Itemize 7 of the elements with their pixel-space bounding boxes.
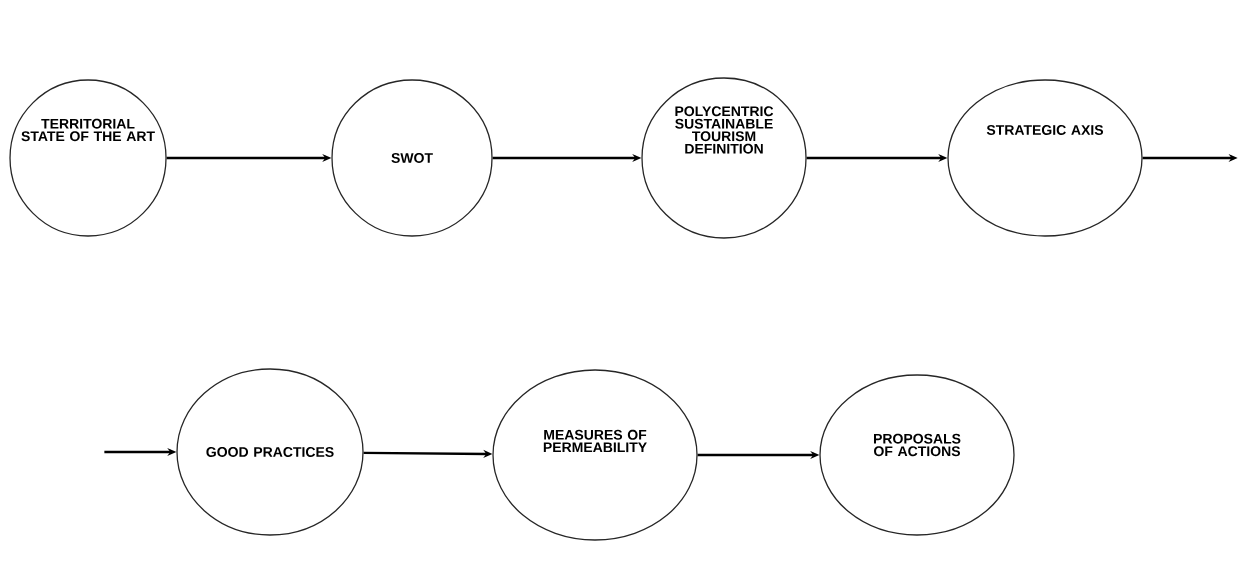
- circle-node: MEASURES OF PERMEABILITY: [492, 369, 698, 541]
- circle-node: POLYCENTRIC SUSTAINABLE TOURISM DEFINITION: [641, 77, 807, 239]
- circle-node: GOOD PRACTICES: [176, 368, 364, 536]
- circle-node: TERRITORIAL STATE OF THE ART: [9, 79, 167, 237]
- circle-node: PROPOSALS OF ACTIONS: [819, 374, 1015, 536]
- circle-node: SWOT: [331, 79, 493, 237]
- circle-node: STRATEGIC AXIS: [947, 79, 1143, 237]
